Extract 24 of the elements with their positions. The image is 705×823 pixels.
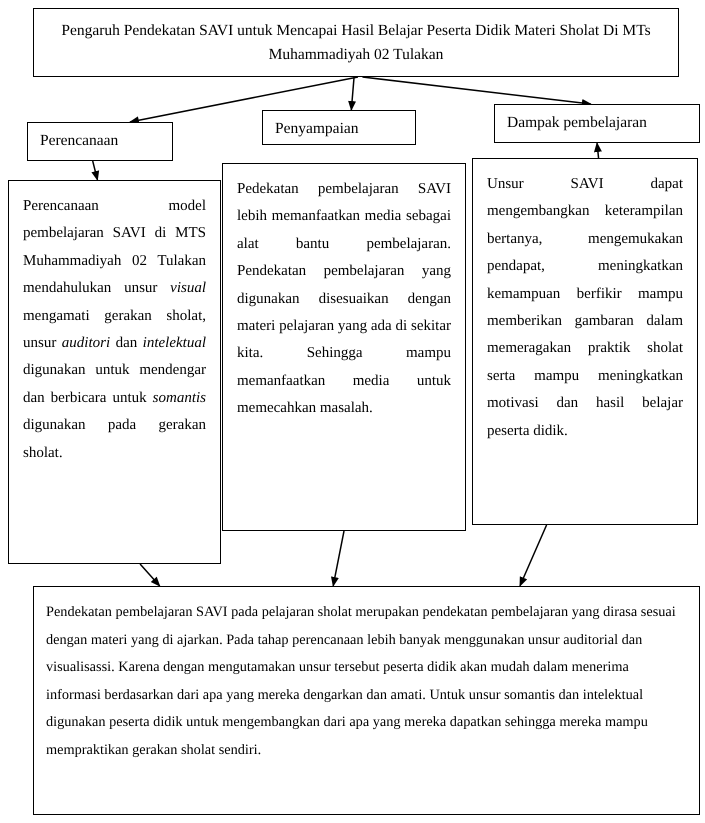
heading-box bbox=[494, 104, 700, 143]
arrow bbox=[348, 76, 356, 111]
heading-text: Perencanaan bbox=[40, 131, 120, 151]
arrow bbox=[128, 76, 358, 124]
heading-text: Dampak pembelajaran bbox=[507, 113, 648, 133]
arrow bbox=[140, 564, 160, 587]
arrow bbox=[362, 76, 592, 107]
heading-box bbox=[262, 110, 416, 145]
summary-box bbox=[33, 586, 700, 815]
arrow bbox=[594, 142, 602, 158]
heading-text: Pengaruh Pendekatan SAVI untuk Mencapai Hasil Belajar Peserta Didik Materi Sholat Di MTs Muhammadiyah 02 Tulakan bbox=[60, 21, 652, 65]
text-box bbox=[8, 180, 221, 564]
title-box bbox=[33, 8, 679, 77]
text-box bbox=[472, 158, 698, 525]
heading-box bbox=[27, 122, 173, 161]
arrow bbox=[330, 530, 345, 587]
text-box bbox=[222, 163, 466, 531]
arrow bbox=[519, 524, 548, 587]
arrow bbox=[91, 160, 100, 181]
paragraph-text: Unsur SAVI dapat mengembangkan keterampilan bertanya, mengemukakan pendapat, meningkatkan kemampuan berfikir mampu memberikan gambaran dalam memeragakan praktik sholat serta mampu meningkatkan motivasi dan hasil belajar peserta didik. bbox=[487, 175, 683, 441]
paragraph-text: Perencanaan model pembelajaran SAVI di MTS Muhammadiyah 02 Tulakan mendahulukan unsur visual mengamati gerakan sholat, unsur auditori dan intelektual digunakan untuk mendengar dan berbicara untuk somantis digunakan pada gerakan sholat. bbox=[23, 197, 206, 463]
heading-text: Penyampaian bbox=[275, 119, 360, 139]
paragraph-text: Pendekatan pembelajaran SAVI pada pelajaran sholat merupakan pendekatan pembelajaran yang dirasa sesuai dengan materi yang di ajarkan. Pada tahap perencanaan lebih banyak menggunakan unsur auditorial dan visualisassi. Karena dengan mengutamakan unsur tersebut peserta didik akan mudah dalam menerima informasi berdasarkan dari apa yang mereka dengarkan dan amati. Untuk unsur somantis dan intelektual digunakan peserta didik untuk mengembangkan dari apa yang mereka dapatkan sehingga mereka mampu mempraktikan gerakan sholat sendiri. bbox=[46, 603, 677, 760]
paragraph-text: Pedekatan pembelajaran SAVI lebih memanfaatkan media sebagai alat bantu pembelajaran. Pendekatan pembelajaran yang digunakan disesuaikan dengan materi pelajaran yang ada di sekitar kita. Sehingga mampu memanfaatkan media untuk memecahkan masalah. bbox=[237, 180, 451, 418]
